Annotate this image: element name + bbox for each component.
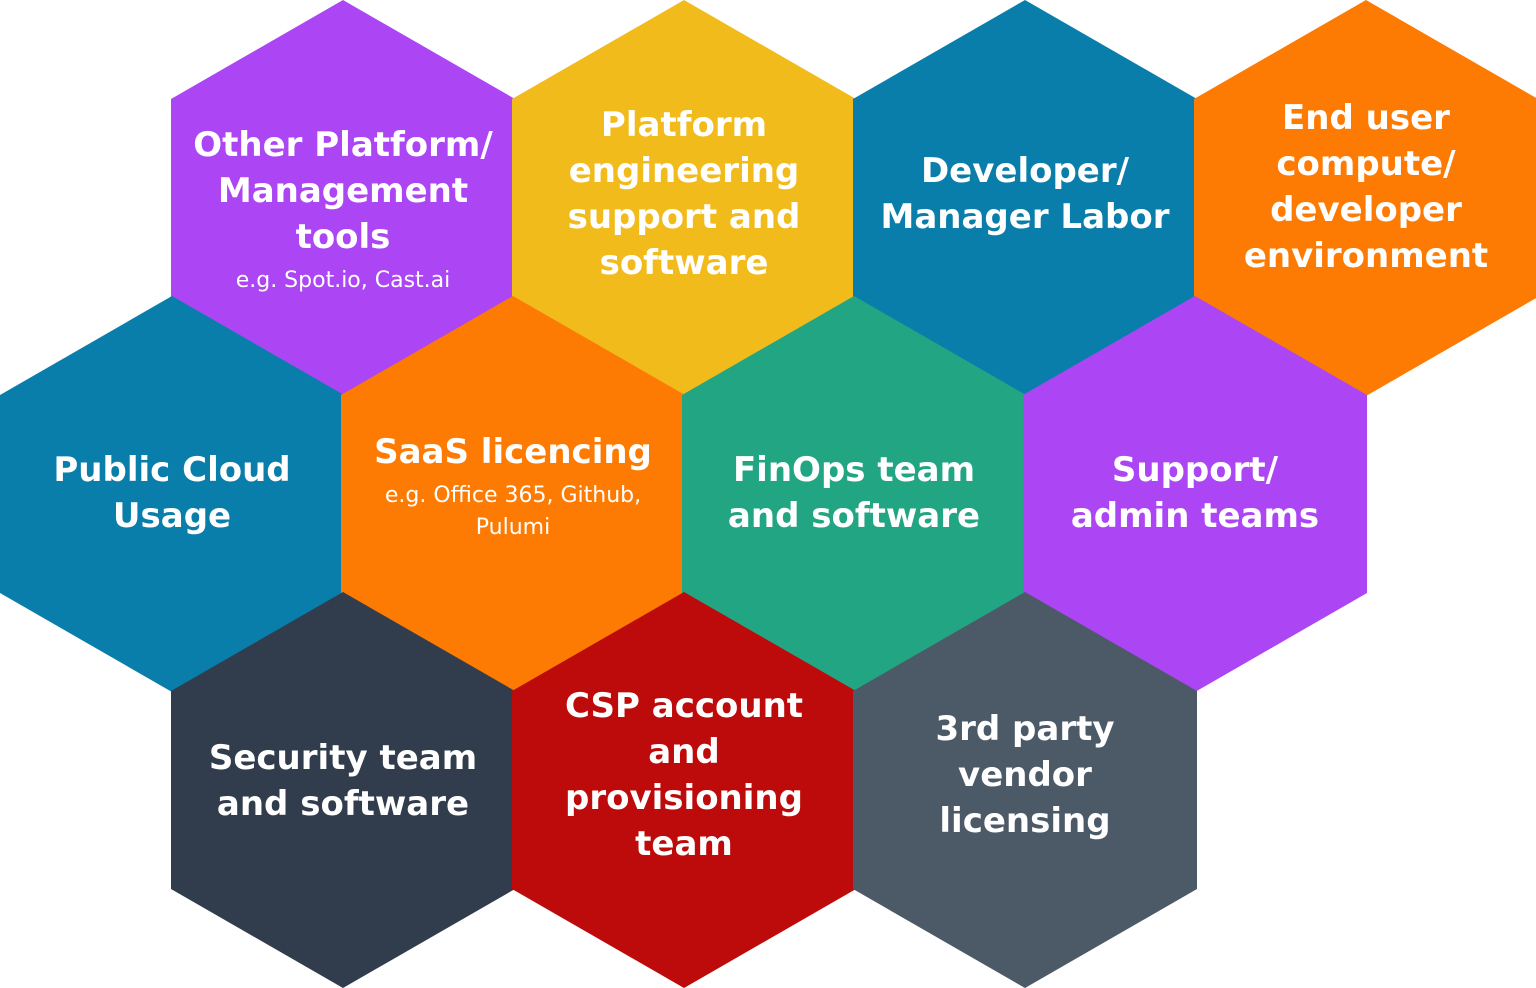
- hexagon-title: Public Cloud Usage: [53, 450, 291, 536]
- hexagon-security-team: Security team and software: [171, 592, 515, 988]
- hexagon-title: SaaS licencing: [374, 432, 652, 473]
- hexagon-title: 3rd party vendor licensing: [935, 709, 1115, 841]
- hexagon-title: CSP account and provisioning team: [564, 686, 804, 864]
- hexagon-title: FinOps team and software: [727, 450, 981, 536]
- hexagon-title: Developer/ Manager Labor: [880, 151, 1170, 237]
- hexagon-title: Support/ admin teams: [1070, 450, 1320, 536]
- hexagon-subtitle: e.g. Office 365, Github, Pulumi: [384, 483, 642, 540]
- hexagon-title: End user compute/ developer environment: [1243, 98, 1489, 276]
- hexagon-subtitle: e.g. Spot.io, Cast.ai: [235, 267, 451, 293]
- hexagon-title: Other Platform/ Management tools: [193, 125, 493, 257]
- hexagon-title: Security team and software: [208, 738, 478, 824]
- hexagon-title: Platform engineering support and softwar…: [567, 105, 801, 283]
